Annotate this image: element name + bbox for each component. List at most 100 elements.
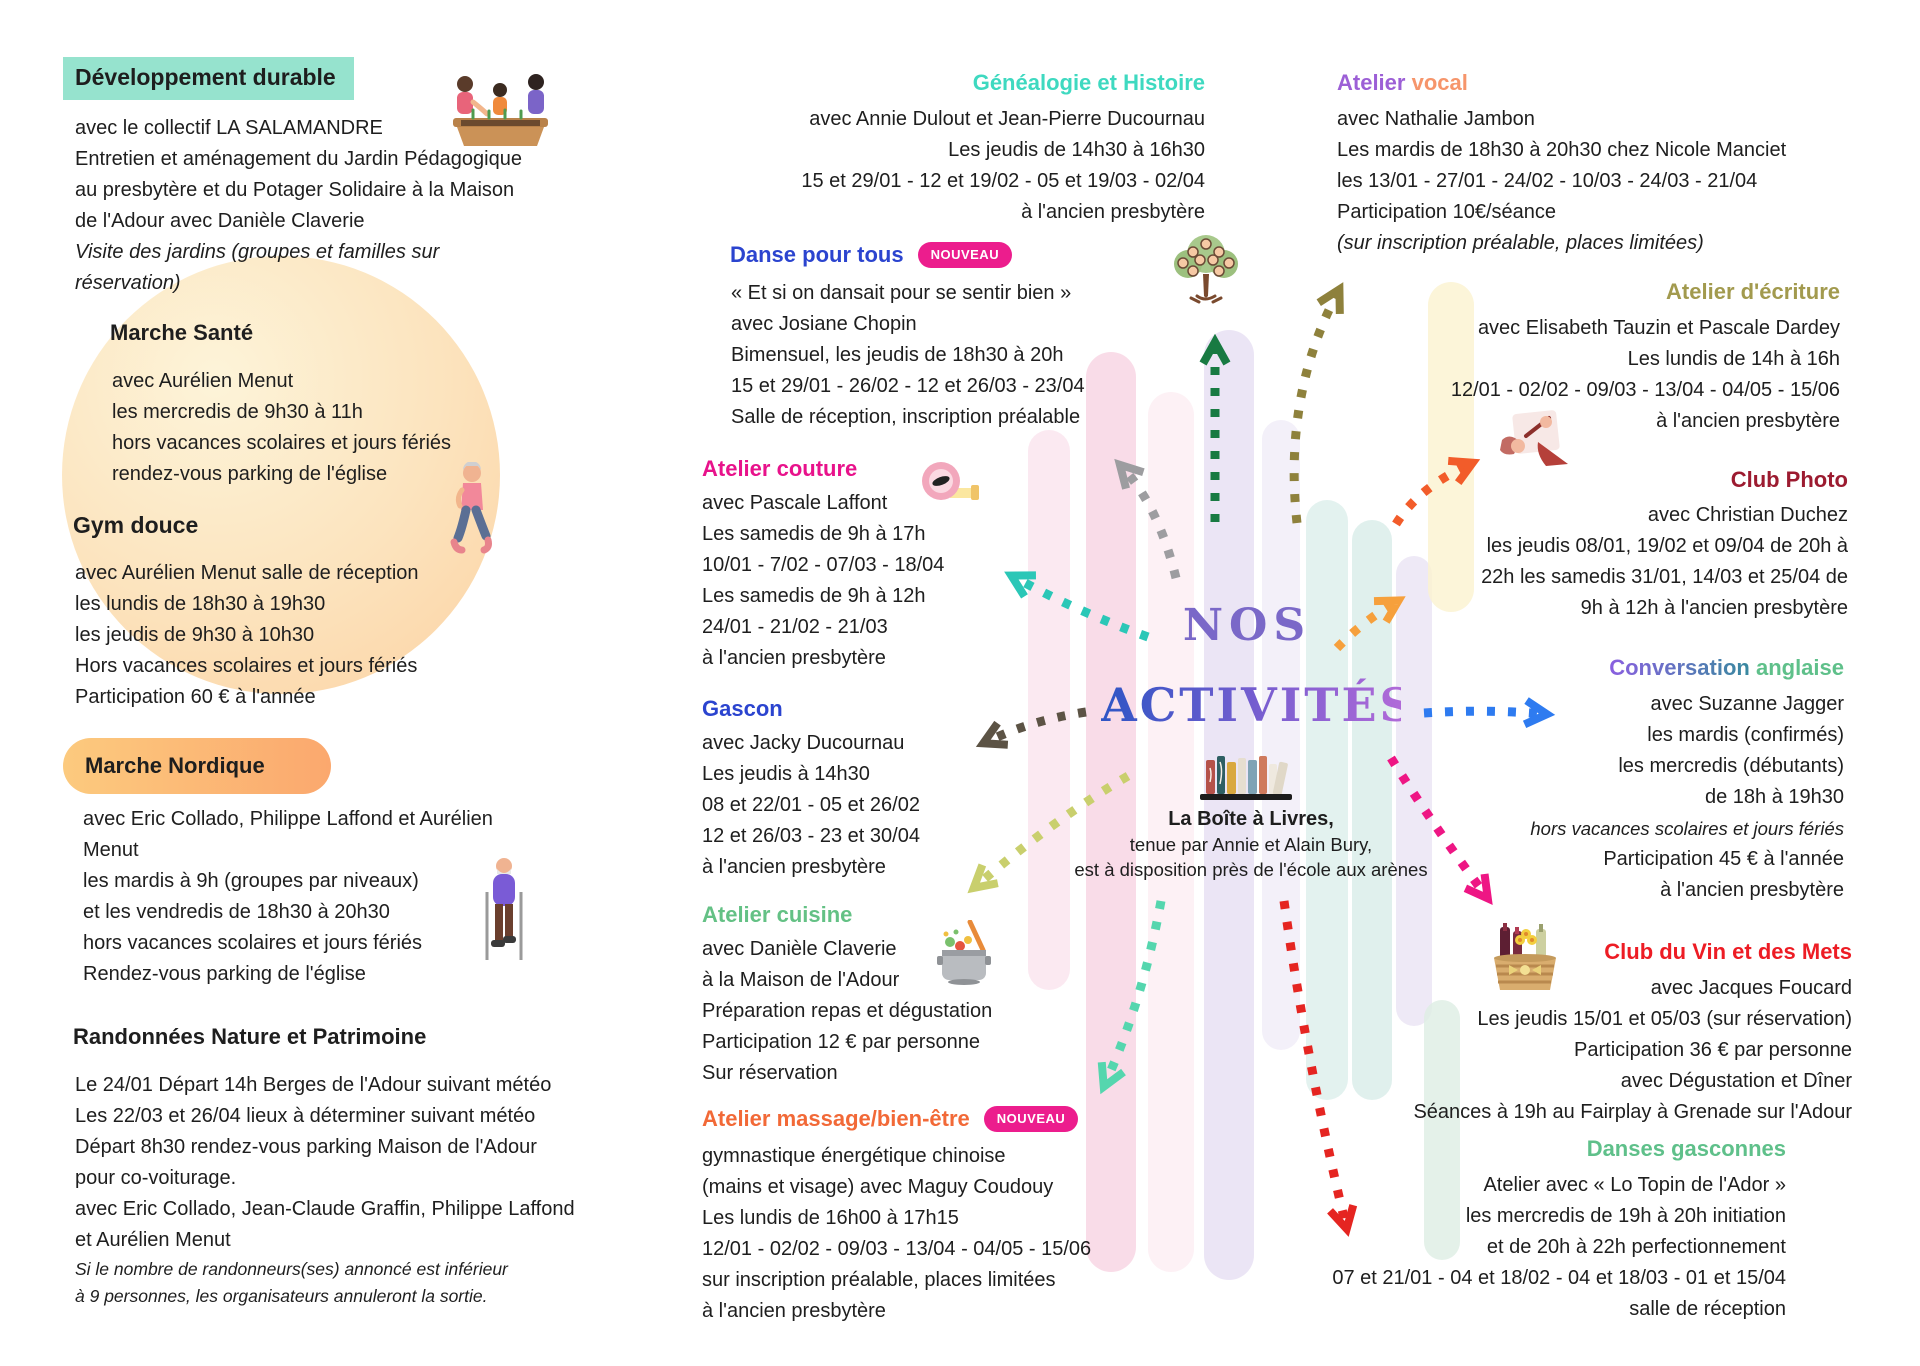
- text-line: à l'ancien presbytère: [1021, 201, 1205, 223]
- text-line: avec Eric Collado, Philippe Laffond et A…: [83, 808, 493, 830]
- watercolor-stripe: [1262, 420, 1300, 1050]
- text-line: 08 et 22/01 - 05 et 26/02: [702, 794, 920, 816]
- massage-title: Atelier massage/bien-être: [702, 1106, 970, 1131]
- arrow-to-vocal: [1289, 282, 1344, 524]
- nouveau-badge: NOUVEAU: [983, 1106, 1079, 1132]
- danses-body: Atelier avec « Lo Topin de l'Ador »les m…: [1332, 1170, 1786, 1325]
- text-line: et de 20h à 22h perfectionnement: [1486, 1236, 1786, 1258]
- text-line: avec Pascale Laffont: [702, 492, 888, 514]
- conversation-title-part2: anglaise: [1755, 655, 1844, 680]
- text-line: avec Aurélien Menut: [112, 370, 294, 392]
- watercolor-stripe: [1424, 1000, 1460, 1260]
- text-line: avec Elisabeth Tauzin et Pascale Dardey: [1477, 317, 1840, 339]
- text-line: les mercredis de 9h30 à 11h: [112, 401, 363, 423]
- text-line: Les jeudis de 14h30 à 16h30: [948, 139, 1205, 161]
- text-line: avec Jacques Foucard: [1650, 977, 1852, 999]
- watercolor-stripe: [1396, 556, 1432, 1026]
- massage-body: gymnastique énergétique chinoise(mains e…: [702, 1141, 1091, 1327]
- text-line: avec Nathalie Jambon: [1337, 108, 1535, 130]
- wine-basket-icon: [1494, 923, 1556, 990]
- text-line: Rendez-vous parking de l'église: [83, 963, 366, 985]
- text-line: hors vacances scolaires et jours fériés: [83, 932, 423, 954]
- text-line: Préparation repas et dégustation: [702, 1000, 993, 1022]
- text-line: 10/01 - 7/02 - 07/03 - 18/04: [702, 554, 945, 576]
- hiking-man-icon: [485, 858, 523, 960]
- walking-woman-icon: [450, 462, 492, 554]
- gascon-title: Gascon: [702, 696, 783, 721]
- text-line: les mercredis (débutants): [1618, 755, 1844, 777]
- center-title-line2: ACTIVITÉS: [1101, 678, 1416, 732]
- text-line: à l'ancien presbytère: [1656, 410, 1840, 432]
- text-line: avec Suzanne Jagger: [1650, 693, 1844, 715]
- text-line: Les mardis de 18h30 à 20h30 chez Nicole …: [1337, 139, 1787, 161]
- text-line: Les samedis de 9h à 12h: [702, 585, 926, 607]
- vocal-title: Atelier vocal: [1337, 70, 1468, 96]
- family-tree-icon: [1174, 235, 1238, 304]
- text-line: Les 22/03 et 26/04 lieux à déterminer su…: [75, 1105, 536, 1127]
- conversation-body: avec Suzanne Jagger les mardis (confirmés…: [1530, 689, 1844, 906]
- text-line: Les jeudis à 14h30: [702, 763, 870, 785]
- text-line: Menut: [83, 839, 139, 861]
- vin-title: Club du Vin et des Mets: [1604, 939, 1852, 964]
- text-line: 15 et 29/01 - 12 et 19/02 - 05 et 19/03 …: [801, 170, 1205, 192]
- text-line: Séances à 19h au Fairplay à Grenade sur …: [1413, 1101, 1852, 1123]
- text-line: réservation): [75, 272, 181, 294]
- text-line: Les jeudis 15/01 et 05/03 (sur réservati…: [1477, 1008, 1852, 1030]
- text-line: Participation 45 € à l'année: [1603, 848, 1844, 870]
- cooking-pot-icon: [937, 920, 991, 985]
- text-line: « Et si on dansait pour se sentir bien »: [731, 282, 1072, 304]
- text-line: à l'ancien presbytère: [702, 1300, 886, 1322]
- text-line: les lundis de 18h30 à 19h30: [75, 593, 326, 615]
- text-line: 15 et 29/01 - 26/02 - 12 et 26/03 - 23/0…: [731, 375, 1085, 397]
- gym-douce-body: avec Aurélien Menut salle de réception le…: [75, 558, 419, 713]
- text-line: Entretien et aménagement du Jardin Pédag…: [75, 148, 522, 170]
- text-line: avec Annie Dulout et Jean-Pierre Ducourn…: [809, 108, 1205, 130]
- text-line: hors vacances scolaires et jours fériés: [1530, 818, 1844, 839]
- text-line: avec Aurélien Menut salle de réception: [75, 562, 419, 584]
- text-line: Les lundis de 14h à 16h: [1627, 348, 1840, 370]
- text-line: 12/01 - 02/02 - 09/03 - 13/04 - 04/05 - …: [702, 1238, 1092, 1260]
- text-line: Participation 10€/séance: [1337, 201, 1557, 223]
- text-line: de 18h à 19h30: [1704, 786, 1844, 808]
- text-line: salle de réception: [1629, 1298, 1786, 1320]
- text-line: Participation 12 € par personne: [702, 1031, 980, 1053]
- text-line: pour co-voiturage.: [75, 1167, 237, 1189]
- text-line: gymnastique énergétique chinoise: [702, 1145, 1006, 1167]
- text-line: avec le collectif LA SALAMANDRE: [75, 117, 383, 139]
- text-line: Départ 8h30 rendez-vous parking Maison d…: [75, 1136, 537, 1158]
- text-line: 9h à 12h à l'ancien presbytère: [1580, 597, 1848, 619]
- marche-nordique-title: Marche Nordique: [85, 753, 265, 778]
- danse-body: « Et si on dansait pour se sentir bien »…: [731, 278, 1085, 433]
- cuisine-title: Atelier cuisine: [702, 902, 853, 927]
- boite-a-livres-note: La Boîte à Livres, tenue par Annie et Al…: [1053, 806, 1449, 882]
- massage-title-row: Atelier massage/bien-être NOUVEAU: [702, 1106, 1079, 1132]
- text-line: 24/01 - 21/02 - 21/03: [702, 616, 888, 638]
- gym-douce-title: Gym douce: [73, 512, 199, 538]
- nouveau-badge: NOUVEAU: [917, 242, 1013, 268]
- watercolor-stripe: [1028, 430, 1070, 990]
- text-line: 22h les samedis 31/01, 14/03 et 25/04 de: [1481, 566, 1848, 588]
- genealogie-body: avec Annie Dulout et Jean-Pierre Ducourn…: [801, 104, 1205, 228]
- text-line: de l'Adour avec Danièle Claverie: [75, 210, 365, 232]
- text-line: les mardis (confirmés): [1647, 724, 1844, 746]
- randonnees-body: Le 24/01 Départ 14h Berges de l'Adour su…: [75, 1070, 575, 1310]
- text-line: Hors vacances scolaires et jours fériés: [75, 655, 418, 677]
- text-line: à 9 personnes, les organisateurs annuler…: [75, 1286, 488, 1306]
- danse-title-row: Danse pour tous NOUVEAU: [730, 242, 1013, 268]
- text-line: sur inscription préalable, places limité…: [702, 1269, 1056, 1291]
- text-line: et Aurélien Menut: [75, 1229, 231, 1251]
- marche-sante-title: Marche Santé: [110, 320, 254, 345]
- text-line: à l'ancien presbytère: [702, 856, 886, 878]
- text-line: avec Josiane Chopin: [731, 313, 917, 335]
- text-line: les mardis à 9h (groupes par niveaux): [83, 870, 419, 892]
- text-line: les jeudis 08/01, 19/02 et 09/04 de 20h …: [1486, 535, 1848, 557]
- text-line: avec Christian Duchez: [1647, 504, 1848, 526]
- text-line: 12/01 - 02/02 - 09/03 - 13/04 - 04/05 - …: [1450, 379, 1840, 401]
- photo-title: Club Photo: [1730, 467, 1848, 492]
- text-line: 07 et 21/01 - 04 et 18/02 - 04 et 18/03 …: [1332, 1267, 1786, 1289]
- text-line: à la Maison de l'Adour: [702, 969, 900, 991]
- text-line: Participation 60 € à l'année: [75, 686, 316, 708]
